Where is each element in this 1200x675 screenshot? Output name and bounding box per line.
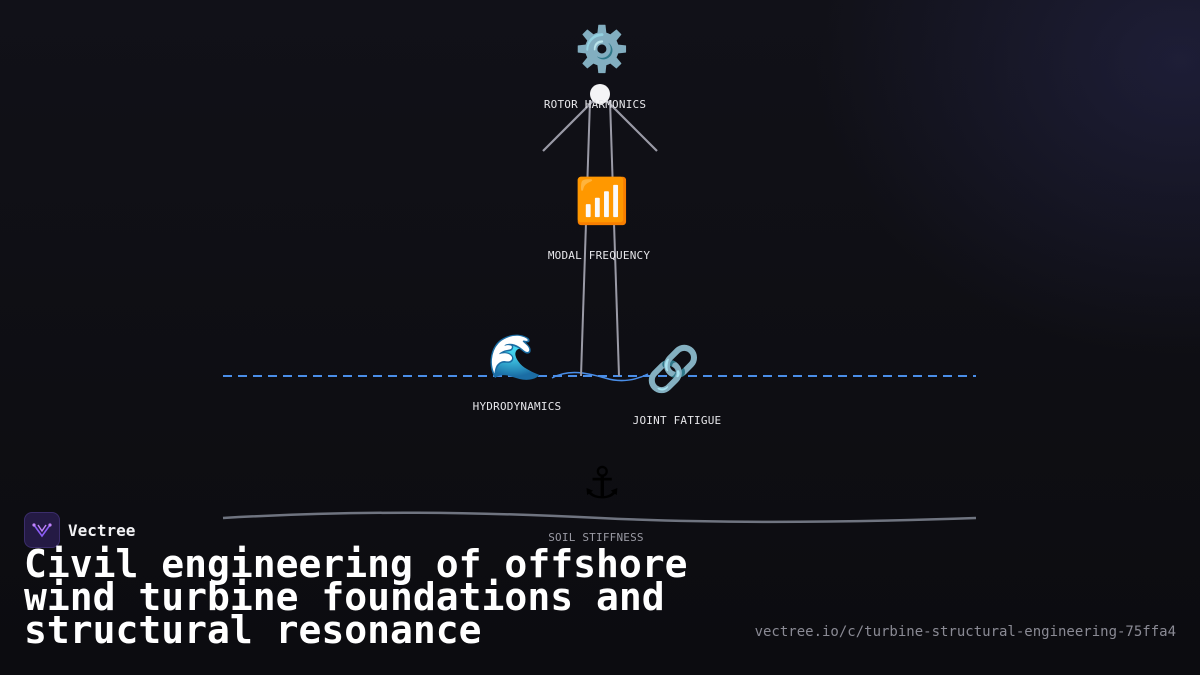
brand-name: Vectree bbox=[68, 520, 136, 540]
page-url[interactable]: vectree.io/c/turbine-structural-engineer… bbox=[754, 624, 1176, 640]
brand: Vectree bbox=[24, 512, 135, 548]
tower-leg-right bbox=[609, 99, 620, 377]
signal-bars-icon: 📶 bbox=[574, 176, 630, 227]
wave-swirl bbox=[551, 371, 649, 382]
page-title: Civil engineering of offshore wind turbi… bbox=[24, 542, 688, 652]
blade-right bbox=[603, 97, 658, 152]
node-label-joint-fatigue: JOINT FATIGUE bbox=[632, 414, 722, 427]
node-label-modal-frequency: MODAL FREQUENCY bbox=[547, 249, 651, 262]
wave-icon: 🌊 bbox=[487, 332, 543, 383]
tower-leg-left bbox=[580, 99, 591, 377]
anchor-icon: ⚓ bbox=[582, 458, 622, 509]
seabed-line bbox=[222, 511, 977, 524]
chain-link-icon: 🔗 bbox=[645, 344, 701, 395]
node-label-soil-stiffness: SOIL STIFFNESS bbox=[548, 531, 644, 544]
vectree-logo-icon bbox=[24, 512, 60, 548]
blade-left bbox=[542, 97, 597, 152]
rotor-hub bbox=[590, 84, 610, 104]
node-label-hydrodynamics: HYDRODYNAMICS bbox=[472, 400, 562, 413]
gear-icon: ⚙️ bbox=[574, 24, 630, 75]
node-label-rotor-harmonics: ROTOR HARMONICS bbox=[543, 98, 647, 111]
